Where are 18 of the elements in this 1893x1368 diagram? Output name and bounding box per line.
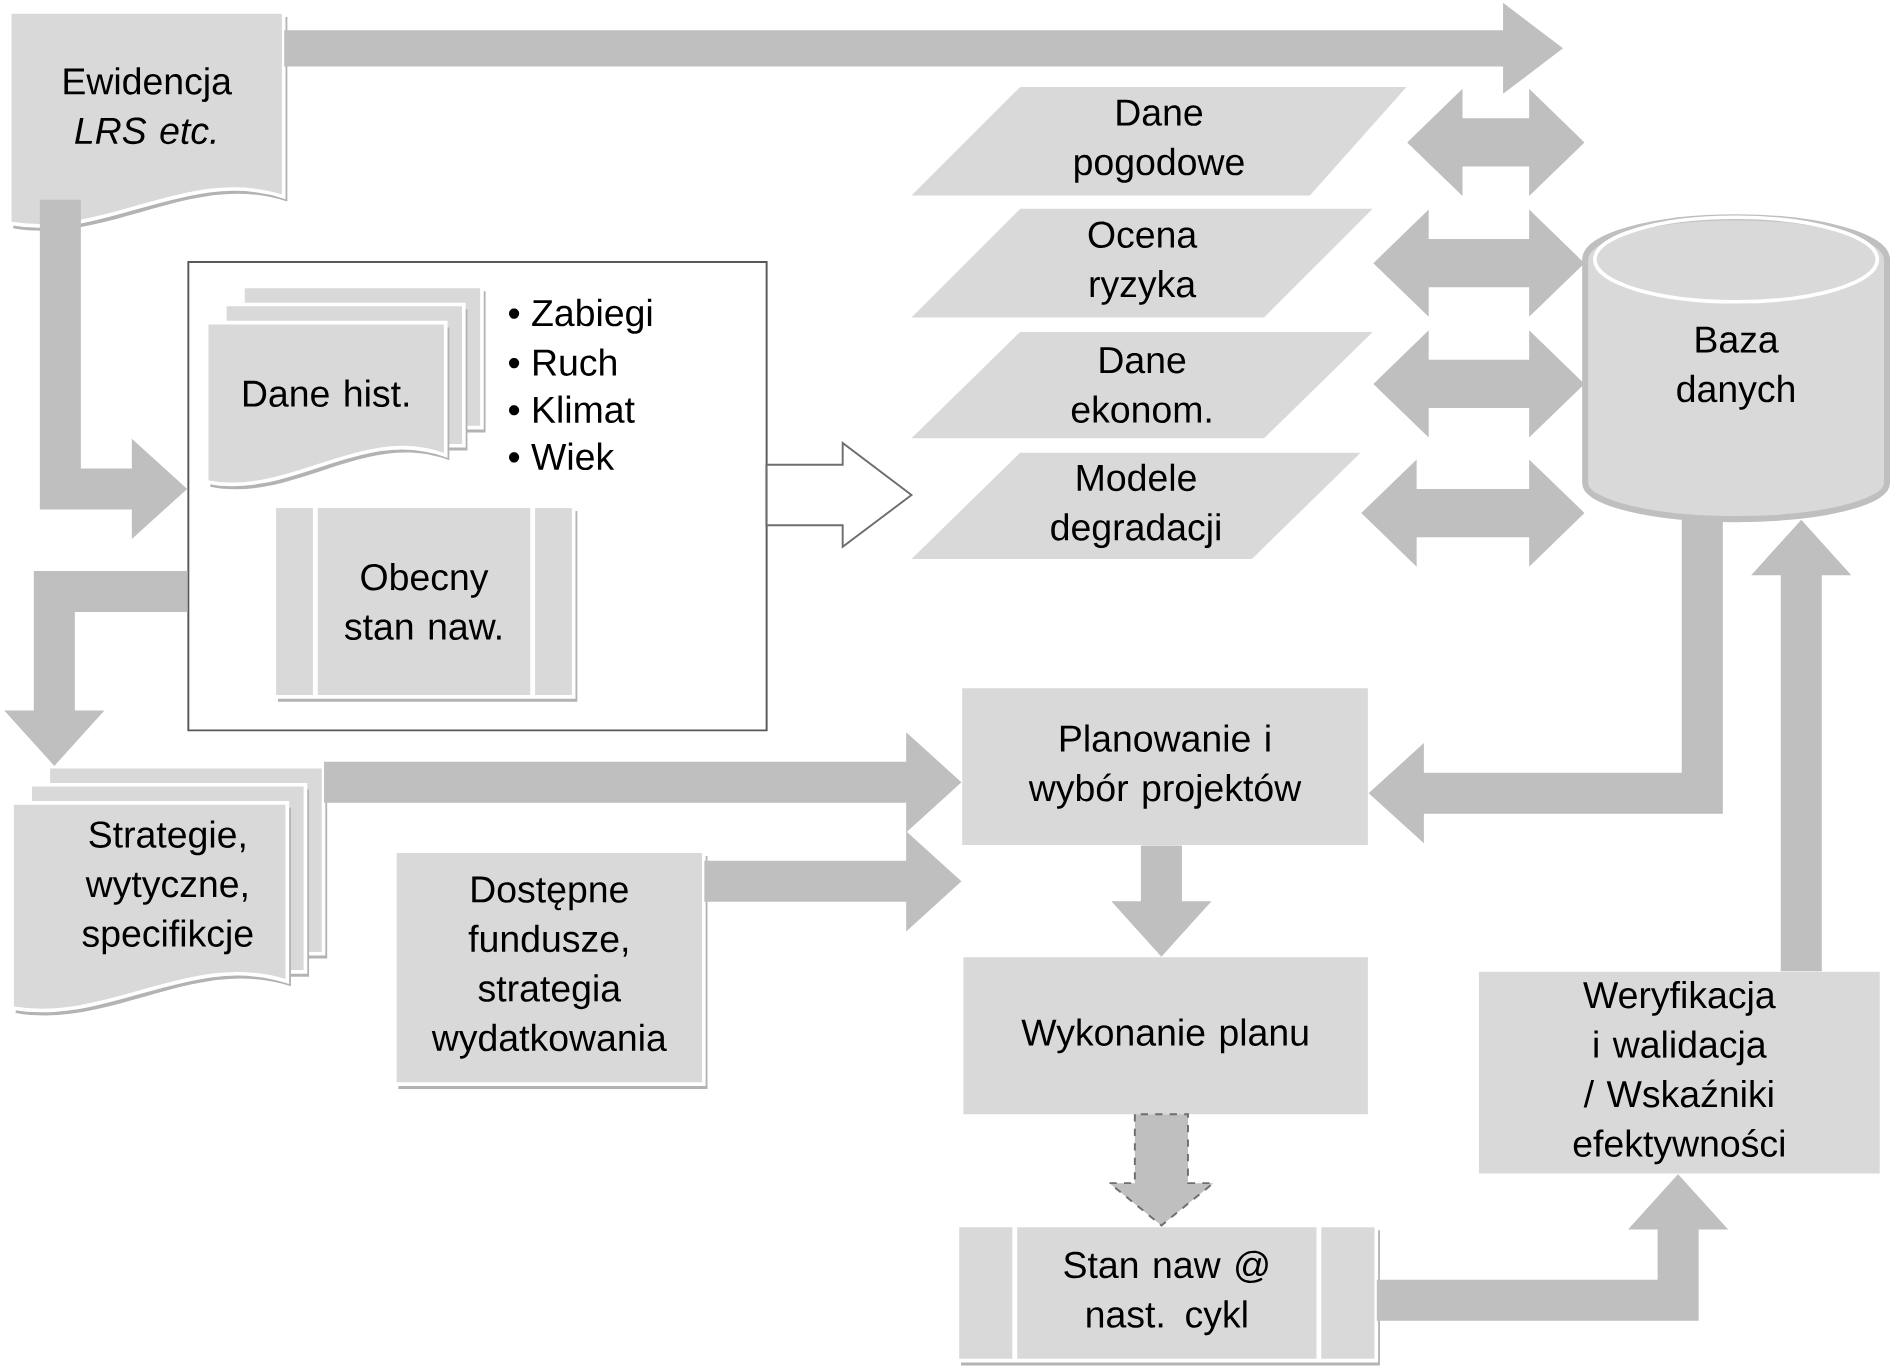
bullet-item: • Klimat [509, 395, 635, 424]
database-cylinder: Baza danych [1582, 214, 1890, 523]
bullet-item: • Zabiegi [509, 298, 652, 334]
data-parallelogram: Dane ekonom. [911, 332, 1373, 439]
process-box: Weryfikacja i walidacja / Wskaźniki efektywności [1478, 971, 1880, 1174]
bullet-item: • Wiek [509, 442, 615, 471]
data-parallelogram: Ocena ryzyka [911, 208, 1373, 318]
stacked-documents: Strategie, wytyczne, specifikcje [10, 764, 328, 1016]
block-arrow [765, 441, 914, 549]
process-box: Obecny stan naw. [272, 503, 578, 702]
stacked-documents: Dane hist. [204, 284, 486, 490]
process-box: Planowanie i wybór projektów [962, 688, 1368, 846]
data-parallelogram: Dane pogodowe [911, 87, 1407, 196]
process-box: Stan naw @ nast. cykl [955, 1223, 1380, 1366]
process-box: Wykonanie planu [963, 957, 1368, 1115]
data-parallelogram: Modele degradacji [911, 452, 1361, 560]
process-box: Dostępne fundusze, strategia wydatkowania [392, 849, 708, 1090]
bullet-item: • Ruch [509, 348, 616, 376]
